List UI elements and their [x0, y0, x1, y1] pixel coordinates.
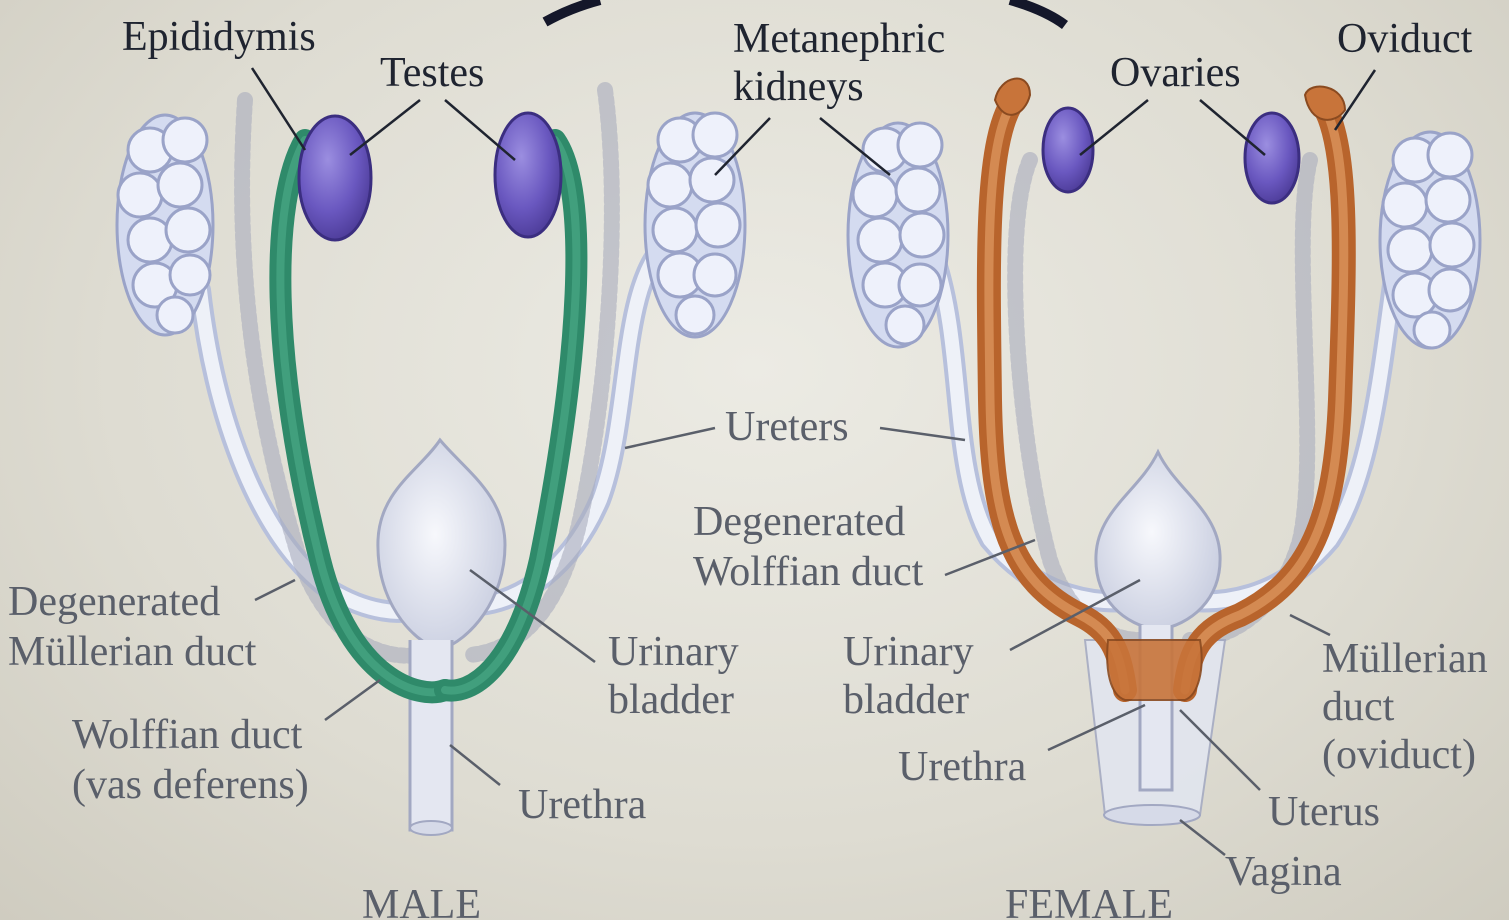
label-degenerated-wolffian-line1: Degenerated [693, 499, 905, 545]
right-oviduct-funnel [1305, 87, 1345, 120]
label-urinary-bladder-female-line2: bladder [843, 677, 969, 723]
label-degenerated-mullerian-line1: Degenerated [8, 579, 220, 625]
label-mullerian-duct-line1: Müllerian [1322, 636, 1488, 682]
label-metanephric-line2: kidneys [733, 64, 864, 110]
label-mullerian-duct-line3: (oviduct) [1322, 732, 1476, 778]
female-kidney-left [848, 123, 948, 347]
label-oviduct: Oviduct [1337, 16, 1473, 62]
label-mullerian-duct-line2: duct [1322, 684, 1395, 730]
label-degenerated-mullerian-line2: Müllerian duct [8, 629, 257, 675]
top-arc-right [1010, 0, 1065, 25]
label-male: MALE [362, 882, 481, 920]
label-urethra-female: Urethra [898, 744, 1027, 790]
male-kidney-left [117, 115, 213, 335]
female-urinary-bladder [1096, 452, 1220, 630]
label-ovaries: Ovaries [1110, 50, 1241, 96]
label-vagina: Vagina [1225, 849, 1342, 895]
label-epididymis: Epididymis [122, 14, 316, 60]
male-testis-left [299, 116, 371, 240]
male-testis-right [495, 113, 561, 237]
label-uterus: Uterus [1268, 789, 1380, 835]
label-metanephric-line1: Metanephric [733, 16, 945, 62]
label-urinary-bladder-male-line2: bladder [608, 677, 734, 723]
label-degenerated-wolffian-line2: Wolffian duct [693, 549, 924, 595]
female-uterus [1107, 640, 1201, 700]
label-wolffian-duct-line1: Wolffian duct [72, 712, 303, 758]
label-urinary-bladder-female-line1: Urinary [843, 629, 974, 675]
top-arc-left [545, 0, 600, 22]
label-wolffian-duct-line2: (vas deferens) [72, 762, 309, 808]
label-ureters: Ureters [725, 404, 849, 450]
female-ovary-right [1245, 113, 1299, 203]
label-testes: Testes [380, 50, 484, 96]
label-urinary-bladder-male-line1: Urinary [608, 629, 739, 675]
label-female: FEMALE [1005, 882, 1173, 920]
female-kidney-right [1380, 132, 1480, 348]
male-kidney-right [645, 113, 745, 337]
male-urethra [410, 640, 452, 830]
left-oviduct-funnel [995, 79, 1030, 115]
label-urethra-male: Urethra [518, 782, 647, 828]
